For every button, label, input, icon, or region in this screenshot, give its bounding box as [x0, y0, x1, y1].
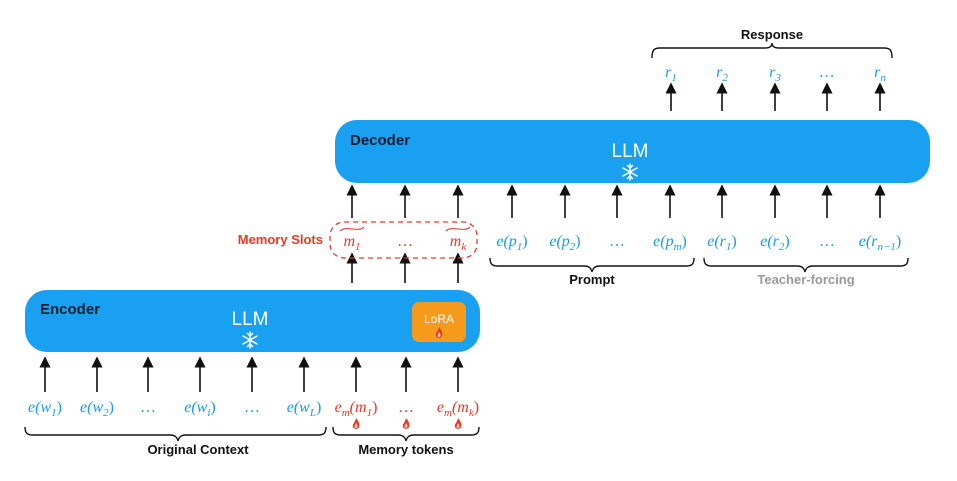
context-token: e(w1)	[28, 399, 62, 419]
response-token: …	[820, 64, 834, 81]
context-token: e(w2)	[80, 399, 114, 419]
teacher-forcing-tokens: e(r1) e(r2) … e(rn−1)	[707, 233, 901, 253]
lora-adapter-box	[412, 302, 466, 342]
memory-token-flame-icon	[454, 418, 462, 429]
decoder-llm-label: LLM	[612, 141, 649, 162]
decoder-llm-block	[335, 120, 930, 183]
memory-slot-token: mk	[450, 233, 468, 253]
response-token: rn	[874, 64, 886, 84]
prompt-token: e(p1)	[496, 233, 527, 253]
prompt-brace	[489, 257, 695, 273]
teacher-forcing-token: …	[819, 233, 835, 250]
memory-input-token: …	[398, 399, 414, 416]
teacher-forcing-token: e(r2)	[760, 233, 789, 253]
original-context-label: Original Context	[147, 442, 249, 457]
memory-slots-label: Memory Slots	[238, 232, 323, 247]
prompt-token: e(pm)	[653, 233, 687, 253]
response-token: r2	[716, 64, 728, 84]
encoder-llm-block	[25, 290, 480, 352]
encoder-title: Encoder	[40, 301, 100, 318]
memory-token-flames	[352, 418, 462, 429]
memory-token-flame-icon	[402, 418, 410, 429]
context-token: e(wi)	[184, 399, 216, 419]
memory-input-token: em(mk)	[437, 399, 479, 419]
teacher-forcing-label: Teacher-forcing	[757, 272, 854, 287]
memory-token-flame-icon	[352, 418, 360, 429]
response-tokens: r1 r2 r3 … rn	[665, 64, 886, 84]
prompt-tokens: e(p1) e(p2) … e(pm)	[496, 233, 686, 253]
memory-slot-tokens: m1 … mk	[339, 226, 471, 253]
teacher-forcing-brace	[703, 257, 909, 273]
arrow-group	[39, 82, 886, 392]
memory-tokens-label: Memory tokens	[358, 442, 453, 457]
teacher-forcing-token: e(rn−1)	[859, 233, 901, 253]
response-token: r3	[769, 64, 781, 84]
encoder-llm-label: LLM	[232, 309, 269, 330]
memory-input-token: em(m1)	[335, 399, 378, 419]
original-context-tokens: e(w1) e(w2) … e(wi) … e(wL)	[28, 399, 321, 419]
memory-input-tokens: em(m1) … em(mk)	[335, 399, 479, 419]
memory-slot-tilde	[445, 226, 471, 232]
response-token: r1	[665, 64, 677, 84]
response-brace	[651, 42, 893, 59]
memory-slot-token: …	[397, 233, 413, 250]
context-token: e(wL)	[287, 399, 322, 419]
decoder-title: Decoder	[350, 132, 410, 149]
teacher-forcing-token: e(r1)	[707, 233, 736, 253]
prompt-token: …	[609, 233, 625, 250]
prompt-token: e(p2)	[549, 233, 580, 253]
original-context-brace	[24, 426, 327, 442]
context-token: …	[140, 399, 156, 416]
prompt-label: Prompt	[569, 272, 615, 287]
lora-label: LoRA	[424, 312, 454, 326]
memory-slot-token: m1	[343, 233, 360, 253]
memory-slot-tilde	[339, 226, 365, 232]
response-label: Response	[741, 27, 803, 42]
context-token: …	[244, 399, 260, 416]
memory-tokens-brace	[332, 426, 480, 442]
memory-slots-dashed-box	[329, 221, 478, 259]
